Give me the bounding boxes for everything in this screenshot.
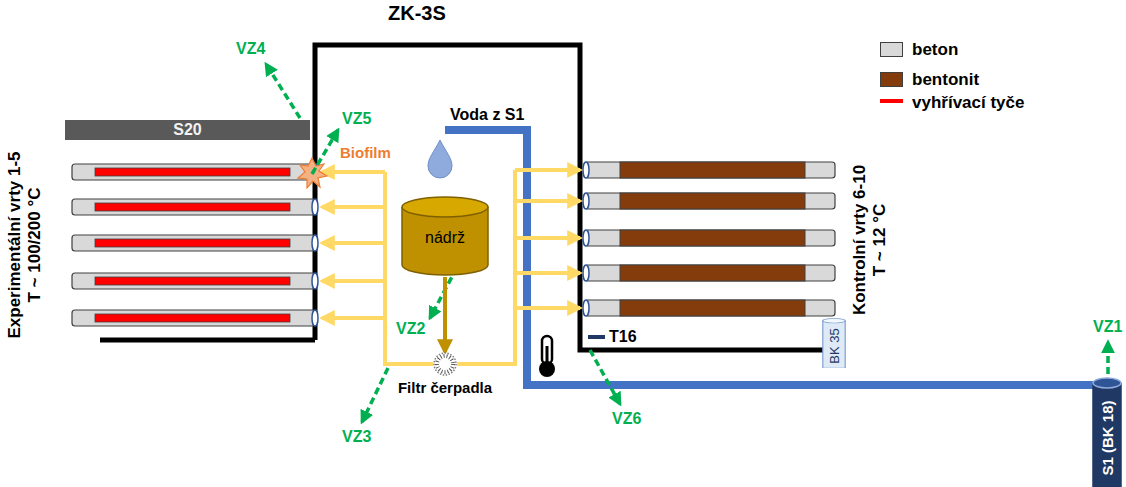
experimental-caption: Experimentální vrty 1-5T ~ 100/200 °C bbox=[5, 151, 46, 338]
node-text: S1 (BK 18) bbox=[1099, 400, 1116, 475]
borehole-cap bbox=[312, 235, 318, 251]
bentonite-section bbox=[620, 230, 805, 246]
pump-filter: Filtr čerpadla bbox=[382, 352, 508, 402]
concrete-section bbox=[72, 235, 315, 251]
cylinder-top bbox=[823, 318, 845, 323]
label: T ~ 100/200 °C bbox=[25, 151, 45, 338]
node-text: nádrž bbox=[425, 229, 465, 247]
bentonite-section bbox=[620, 193, 805, 209]
well-s1: S1 (BK 18) bbox=[1092, 377, 1122, 487]
borehole-cap bbox=[312, 273, 318, 289]
borehole-cap bbox=[583, 265, 589, 281]
label: VZ4 bbox=[236, 40, 265, 58]
cylinder-body bbox=[823, 321, 845, 368]
gallery-s20: S20 bbox=[65, 120, 310, 140]
label: VZ1 bbox=[1093, 318, 1122, 336]
label: Kontrolní vrty 6-10 bbox=[850, 165, 870, 315]
bentonite-section bbox=[620, 265, 805, 281]
control-caption: Kontrolní vrty 6-10T ~ 12 °C bbox=[850, 165, 891, 315]
concrete-section bbox=[72, 164, 315, 180]
label: VZ3 bbox=[342, 428, 371, 446]
tunnel-floor bbox=[100, 338, 315, 343]
heating-rod bbox=[95, 239, 290, 247]
heating-rod bbox=[95, 314, 290, 322]
node-text: Filtr čerpadla bbox=[382, 379, 508, 396]
heating-rod bbox=[95, 203, 290, 211]
sampling-arrows bbox=[266, 64, 1108, 422]
node-text: BK 35 bbox=[827, 328, 842, 363]
label: Biofilm bbox=[340, 144, 391, 161]
concrete-section bbox=[72, 310, 315, 326]
concrete-section bbox=[585, 300, 835, 316]
heating-rod bbox=[95, 168, 290, 176]
concrete-section bbox=[585, 162, 835, 178]
borehole-cap bbox=[312, 199, 318, 215]
legend-text: bentonit bbox=[912, 70, 979, 90]
thermometer bbox=[539, 336, 555, 377]
concrete-section bbox=[72, 273, 315, 289]
legend-text: beton bbox=[912, 40, 958, 60]
concrete-section bbox=[585, 230, 835, 246]
concrete-section bbox=[585, 265, 835, 281]
label: ZK-3S bbox=[388, 2, 446, 25]
flow-connector bbox=[443, 277, 447, 352]
distribution-lines bbox=[322, 170, 580, 364]
label: Experimentální vrty 1-5 bbox=[5, 151, 25, 338]
label: T ~ 12 °C bbox=[870, 165, 890, 315]
concrete-section bbox=[72, 199, 315, 215]
node-text: S20 bbox=[173, 121, 201, 139]
tank-top bbox=[402, 197, 488, 217]
bentonite-section bbox=[620, 300, 805, 316]
t16-sensor bbox=[588, 335, 605, 339]
water-pipe bbox=[445, 130, 1094, 385]
borehole-cap bbox=[583, 162, 589, 178]
label: VZ5 bbox=[342, 110, 371, 128]
borehole-bk35: BK 35 bbox=[822, 318, 846, 368]
heating-rod bbox=[95, 277, 290, 285]
legend-text: vyhřívací tyče bbox=[912, 93, 1024, 113]
label: VZ2 bbox=[396, 320, 425, 338]
label: Voda z S1 bbox=[450, 106, 524, 124]
label: VZ6 bbox=[612, 410, 641, 428]
borehole-cap bbox=[583, 300, 589, 316]
bentonite-section bbox=[620, 162, 805, 178]
borehole-cap bbox=[583, 193, 589, 209]
pump-symbol bbox=[382, 352, 508, 376]
chamber-wall bbox=[315, 45, 830, 350]
legend-swatch bbox=[880, 72, 903, 87]
borehole-cap bbox=[583, 230, 589, 246]
legend-line-sample bbox=[880, 99, 903, 103]
cylinder-top bbox=[1093, 378, 1121, 388]
concrete-section bbox=[585, 193, 835, 209]
borehole-cap bbox=[312, 310, 318, 326]
pump-circle bbox=[434, 353, 456, 375]
legend-swatch bbox=[880, 42, 903, 57]
pump-fill bbox=[437, 356, 453, 372]
boreholes bbox=[72, 162, 835, 326]
label: T16 bbox=[609, 328, 637, 346]
cylinder-body bbox=[1093, 383, 1121, 487]
water-drop bbox=[428, 140, 452, 178]
water-tank: nádrž bbox=[400, 195, 490, 277]
